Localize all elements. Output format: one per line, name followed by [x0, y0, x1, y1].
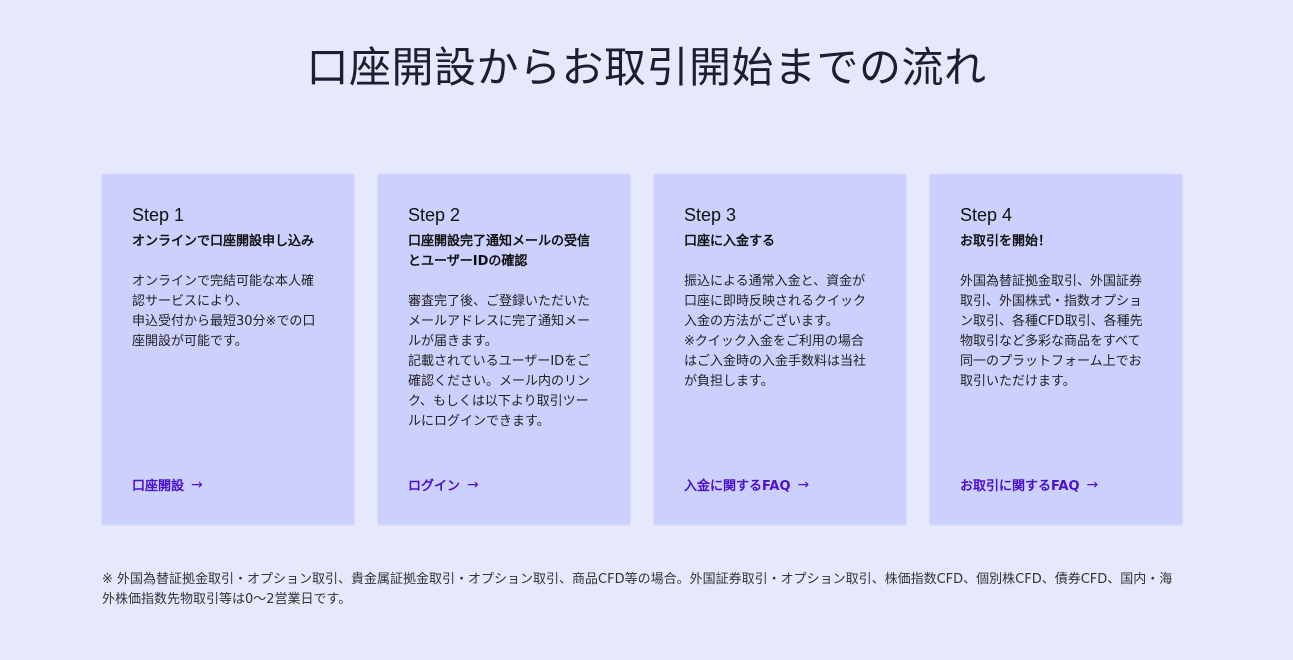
step-label: Step 4 [960, 205, 1013, 225]
deposit-faq-link[interactable]: 入金に関するFAQ → [684, 475, 810, 495]
page-title: 口座開設からお取引開始までの流れ [306, 43, 987, 92]
step-label: Step 3 [684, 205, 737, 225]
link-label: 口座開設 [132, 479, 185, 494]
step-body: 審査完了後、ご登録いただいたメールアドレスに完了通知メールが届きます。 記載され… [408, 294, 591, 429]
footnote: ※ 外国為替証拠金取引・オプション取引、貴金属証拠金取引・オプション取引、商品C… [102, 572, 1173, 607]
arrow-right-icon: → [467, 476, 479, 493]
arrow-right-icon: → [1086, 476, 1099, 493]
step-heading: 口座開設完了通知メールの受信とユーザーIDの確認 [408, 234, 591, 269]
arrow-right-icon: → [797, 476, 810, 493]
arrow-right-icon: → [191, 476, 203, 493]
step-body: 振込による通常入金と、資金が口座に即時反映されるクイック入金の方法がございます。… [684, 274, 867, 389]
link-label: 入金に関するFAQ [684, 479, 791, 494]
step-card-1: Step 1 オンラインで口座開設申し込み オンラインで完結可能な本人確認サービ… [102, 174, 354, 524]
step-card-4: Step 4 お取引を開始！ 外国為替証拠金取引、外国証券取引、外国株式・指数オ… [930, 174, 1182, 524]
step-heading: お取引を開始！ [960, 234, 1052, 249]
step-body: 外国為替証拠金取引、外国証券取引、外国株式・指数オプション取引、各種CFD取引、… [960, 274, 1143, 389]
step-card-2: Step 2 口座開設完了通知メールの受信とユーザーIDの確認 審査完了後、ご登… [378, 174, 630, 524]
step-card-3: Step 3 口座に入金する 振込による通常入金と、資金が口座に即時反映されるク… [654, 174, 906, 524]
step-label: Step 1 [132, 205, 185, 225]
open-account-link[interactable]: 口座開設 → [132, 475, 203, 495]
step-label: Step 2 [408, 205, 461, 225]
login-link[interactable]: ログイン → [408, 475, 479, 495]
link-label: ログイン [408, 479, 461, 494]
step-heading: オンラインで口座開設申し込み [132, 234, 315, 249]
steps-container: Step 1 オンラインで口座開設申し込み オンラインで完結可能な本人確認サービ… [102, 174, 1182, 524]
link-label: お取引に関するFAQ [960, 479, 1080, 494]
step-body: オンラインで完結可能な本人確認サービスにより、 申込受付から最短30分※での口座… [132, 274, 316, 349]
trading-faq-link[interactable]: お取引に関するFAQ → [960, 475, 1099, 495]
step-heading: 口座に入金する [684, 234, 776, 249]
